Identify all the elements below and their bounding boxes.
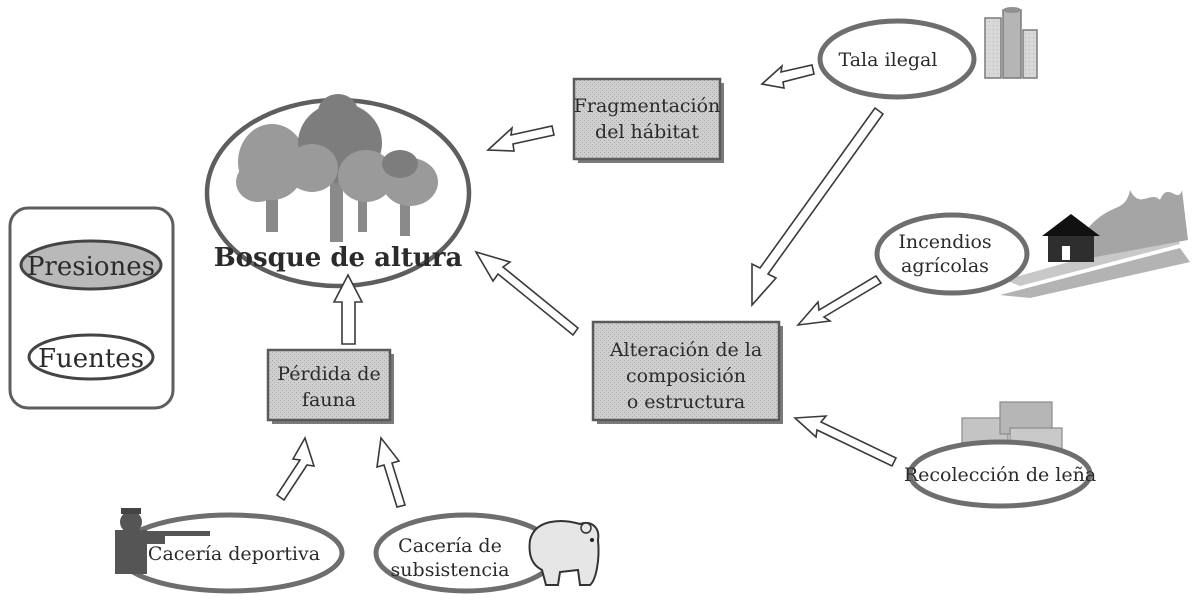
fauna-loss-label-line2: fauna	[302, 389, 356, 411]
fauna-loss-label-line1: Pérdida de	[277, 363, 380, 385]
trees-icon	[236, 94, 438, 242]
forest-node: Bosque de altura	[204, 94, 472, 289]
source-firewood: Recolección de leña	[904, 401, 1096, 509]
forest-label: Bosque de altura	[214, 243, 463, 273]
agricultural-fires-label-line1: Incendios	[898, 231, 991, 253]
agricultural-fires-ellipse	[874, 212, 1030, 296]
fragmentation-box	[572, 77, 722, 161]
arrow-fragmentation-to-forest	[486, 125, 555, 152]
legend-pressures-label: Presiones	[27, 252, 155, 282]
arrow-logging-to-alteration	[751, 106, 885, 308]
fragmentation-label-line1: Fragmentación	[574, 95, 721, 117]
alteration-label-line2: composición	[626, 365, 746, 387]
alteration-box	[591, 320, 781, 422]
source-illegal-logging: Tala ilegal	[817, 7, 1038, 100]
arrow-logging-to-fragmentation	[760, 63, 815, 89]
bear-icon	[528, 520, 600, 586]
arrow-firewood-to-alteration	[793, 415, 898, 468]
arrow-sport-hunting-to-fauna-loss	[275, 436, 316, 502]
legend-sources-label: Fuentes	[38, 344, 144, 374]
arrow-alteration-to-forest	[474, 250, 580, 337]
source-subsistence-hunting: Cacería de subsistencia	[373, 512, 600, 594]
legend-pressures-swatch	[19, 239, 163, 291]
subsistence-hunting-label-line2: subsistencia	[391, 559, 510, 581]
source-sport-hunting: Cacería deportiva	[115, 508, 345, 594]
illegal-logging-label: Tala ilegal	[839, 49, 938, 71]
legend: Presiones Fuentes	[8, 206, 175, 410]
firewood-label: Recolección de leña	[904, 464, 1096, 486]
agricultural-fires-label-line2: agrícolas	[901, 255, 989, 277]
sport-hunting-label: Cacería deportiva	[148, 543, 320, 565]
firewood-ellipse	[907, 439, 1093, 509]
fauna-loss-box	[266, 348, 392, 422]
fragmentation-label-line2: del hábitat	[595, 121, 699, 143]
alteration-label-line1: Alteración de la	[609, 339, 762, 361]
legend-sources-swatch	[27, 333, 155, 381]
alteration-label-line3: o estructura	[627, 391, 745, 413]
arrow-subsistence-hunting-to-fauna-loss	[376, 436, 407, 508]
illegal-logging-ellipse	[817, 18, 977, 100]
source-agricultural-fires: Incendios agrícolas	[874, 190, 1190, 298]
arrow-fires-to-alteration	[796, 274, 883, 327]
subsistence-hunting-label-line1: Cacería de	[398, 535, 502, 557]
hunter-icon	[115, 508, 210, 574]
pressure-alteration: Alteración de la composición o estructur…	[591, 320, 783, 424]
pressure-fauna-loss: Pérdida de fauna	[266, 348, 394, 424]
arrow-fauna-loss-to-forest	[332, 273, 364, 345]
log-stumps-icon	[984, 7, 1038, 79]
pressure-fragmentation: Fragmentación del hábitat	[572, 77, 724, 163]
farm-fire-icon	[1000, 190, 1190, 298]
